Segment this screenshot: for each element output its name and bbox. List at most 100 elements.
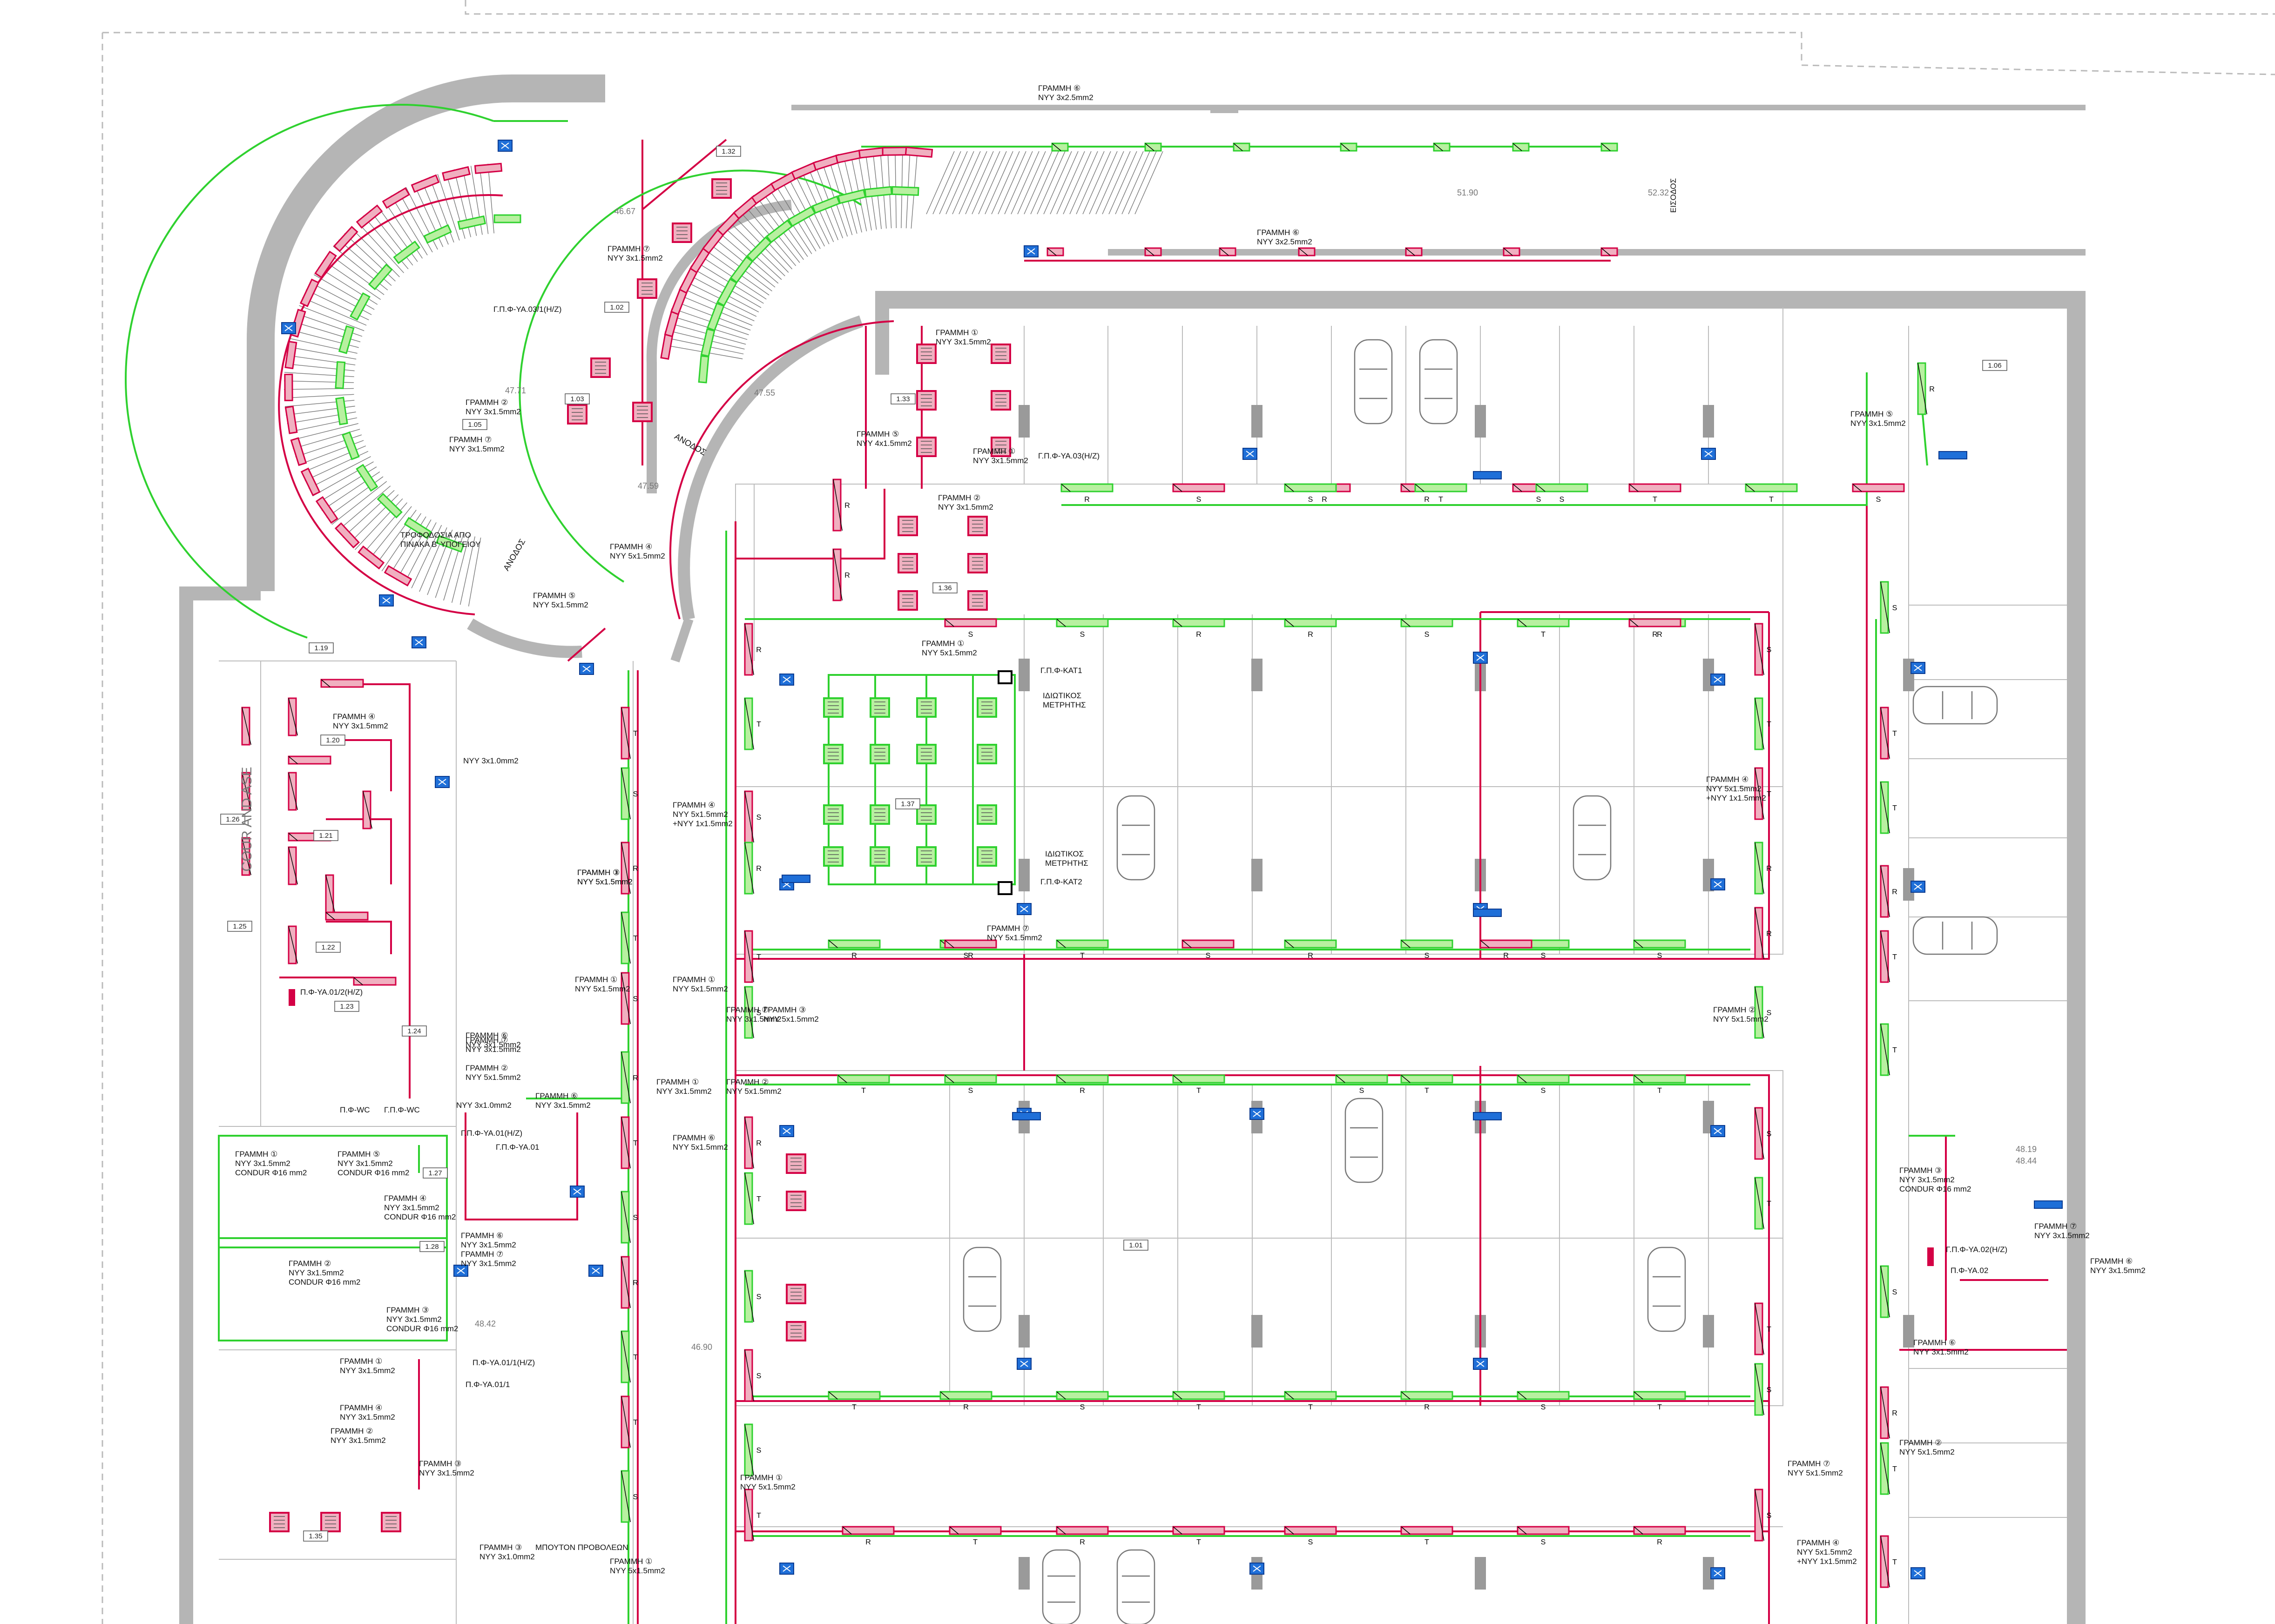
circuit-cable-label: NYY 3x1.5mm2	[386, 1315, 442, 1324]
vertical-light: T	[1880, 1023, 1897, 1076]
fixture-letter: S	[1767, 1386, 1772, 1394]
ceiling-light	[977, 744, 997, 764]
vertical-light: S	[1880, 581, 1897, 634]
ramp-light	[334, 522, 360, 549]
fixture-letter: R	[633, 1074, 638, 1082]
feed-note: ΤΡΟΦΟΔΟΣΙΑ ΑΠΟ	[400, 531, 471, 539]
fixture-letter: R	[1892, 888, 1897, 896]
fixture-letter: R	[1080, 1538, 1085, 1546]
fixture-letter: T	[1767, 790, 1771, 798]
fixture-letter: S	[968, 1087, 973, 1095]
fixture-letter: T	[852, 1403, 857, 1411]
vertical-light: S	[744, 1423, 761, 1476]
room-number: 1.37	[901, 800, 914, 808]
ramp-light	[457, 215, 486, 230]
circuit-cable-label: CONDUR Φ16 mm2	[384, 1213, 456, 1221]
road-light	[1046, 247, 1064, 256]
parking-light: T	[949, 1526, 1002, 1546]
ramp-light	[746, 236, 772, 263]
panel-label: Π.Φ-ΥΑ.02	[1951, 1266, 1988, 1275]
circuit-cable-label: NYY 5x1.5mm2	[1788, 1469, 1843, 1477]
circuit-cable-label: CONDUR Φ16 mm2	[1899, 1185, 1971, 1193]
fixture-letter: R	[1424, 496, 1430, 504]
parking-light: T	[1172, 1074, 1225, 1095]
road-light	[1144, 247, 1162, 256]
detector-icon	[1910, 881, 1925, 893]
fixture-letter: T	[861, 1087, 866, 1095]
circuit-line-label: ΓΡΑΜΜΗ ⑥	[1913, 1338, 1956, 1347]
detector-icon	[1017, 1358, 1032, 1370]
circuit-cable-label: NYY 5x1.5mm2	[533, 600, 588, 609]
ceiling-light	[632, 402, 653, 422]
vertical-light: T	[621, 1330, 638, 1383]
circuit-cable-label: NYY 5x1.5mm2	[740, 1482, 796, 1491]
circuit-cable-label: NYY 3x1.5mm2	[466, 1045, 521, 1054]
ceiling-light	[870, 846, 890, 867]
exit-sign-icon	[1473, 909, 1502, 917]
ceiling-light	[991, 390, 1011, 411]
fixture-letter: S	[1876, 496, 1881, 504]
vertical-light: S	[1754, 623, 1771, 676]
ceiling-light	[967, 516, 988, 536]
ceiling-light	[916, 744, 937, 764]
detector-icon	[412, 636, 426, 648]
parking-grid	[219, 307, 2067, 1624]
room-number: 1.01	[1129, 1241, 1142, 1249]
ramp-light	[333, 226, 358, 252]
ramp-light	[358, 545, 385, 570]
parking-light: S	[944, 618, 997, 639]
detector-icon	[588, 1265, 603, 1277]
structural-columns	[1019, 405, 1914, 1590]
fixture-letter: S	[1536, 496, 1541, 504]
ramp-light	[350, 292, 371, 321]
vertical-light: T	[744, 1489, 761, 1542]
circuit-cable-label: NYY 3x1.5mm2	[936, 337, 991, 346]
circuit-cable-label: NYY 5x1.5mm2	[610, 552, 665, 560]
level-mark: 51.90	[1457, 188, 1478, 197]
fixture-letter: R	[865, 1538, 871, 1546]
circuit-line-label: ΓΡΑΜΜΗ ①	[973, 447, 1015, 456]
circuit-label: NYY 3x1.0mm2	[456, 1101, 512, 1110]
fixture-letter: S	[968, 631, 973, 639]
fixture-letter: S	[1767, 1512, 1772, 1520]
circuit-line-label: ΓΡΑΜΜΗ ⑤	[857, 430, 899, 438]
fixture-letter: T	[1657, 1087, 1662, 1095]
circuit-line-label: ΓΡΑΜΜΗ ⑤	[533, 591, 575, 600]
ceiling-light	[870, 804, 890, 825]
road-light	[1298, 247, 1316, 256]
ramp-light	[765, 219, 793, 243]
ceiling-light	[786, 1284, 806, 1304]
ramp-light	[314, 250, 337, 279]
ramp-light	[700, 328, 716, 357]
circuit-line-label: ΓΡΑΜΜΗ ②	[331, 1427, 373, 1435]
vertical-light: R	[621, 842, 638, 895]
ceiling-light	[320, 1512, 341, 1532]
circuit-cable-label: NYY 5x1.5mm2	[726, 1087, 782, 1096]
circuit-cable-label: NYY 5x1.5mm2	[577, 877, 633, 886]
circuit-line-label: ΓΡΑΜΜΗ ⑤	[1850, 410, 1893, 418]
parking-light: R	[1056, 1526, 1109, 1546]
room-number: 1.19	[314, 644, 328, 652]
feed-note: ΠΙΝΑΚΑ Β' ΥΠΟΓΕΙΟΥ	[400, 540, 480, 549]
circuit-line-label: ΓΡΑΜΜΗ ⑥	[461, 1231, 503, 1240]
circuit-line-label: ΓΡΑΜΜΗ ⑦	[1788, 1459, 1830, 1468]
circuit-line-label: ΓΡΑΜΜΗ ③	[1899, 1166, 1942, 1175]
ceiling-light	[991, 344, 1011, 364]
ramp-light	[729, 256, 754, 283]
site-boundary	[101, 0, 2275, 1624]
fixture-letter: T	[1657, 1403, 1662, 1411]
circuit-line-label: ΓΡΑΜΜΗ ②	[466, 398, 508, 407]
